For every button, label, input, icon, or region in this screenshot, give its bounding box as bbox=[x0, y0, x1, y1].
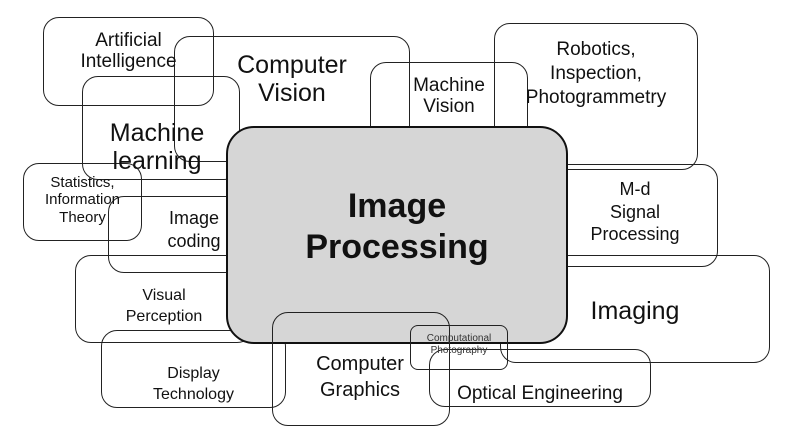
robotics-label: Robotics,Inspection,Photogrammetry bbox=[525, 39, 667, 108]
computational-photography-box bbox=[410, 325, 508, 370]
machine-learning-box bbox=[82, 76, 240, 180]
imaging-label: Imaging bbox=[590, 297, 680, 325]
optical-engineering-box bbox=[429, 349, 651, 407]
artificial-intelligence-box bbox=[43, 17, 214, 106]
robotics-box bbox=[494, 23, 698, 170]
display-technology-box bbox=[101, 330, 286, 408]
statistics-box bbox=[23, 163, 142, 241]
optical-engineering-label: Optical Engineering bbox=[457, 383, 623, 404]
image-processing-box bbox=[226, 126, 568, 344]
